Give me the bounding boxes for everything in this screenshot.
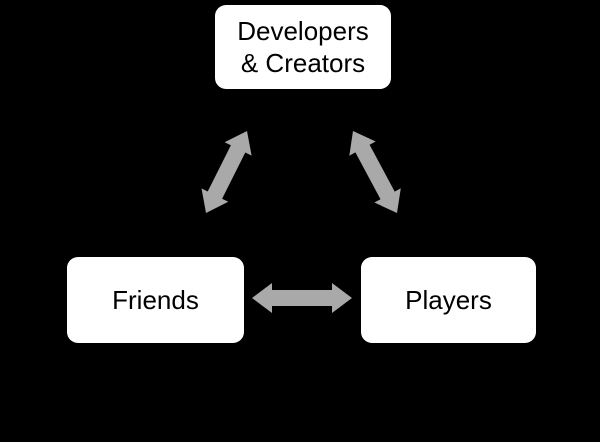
node-developers-creators-label-line1: Developers bbox=[237, 16, 369, 46]
double-arrow-friends-players-icon bbox=[252, 283, 352, 313]
node-friends: Friends bbox=[67, 257, 244, 343]
node-developers-creators-label-line2: & Creators bbox=[240, 48, 366, 78]
node-friends-label: Friends bbox=[112, 285, 199, 315]
node-players-label: Players bbox=[405, 285, 492, 315]
double-arrow-developers-friends-icon bbox=[201, 131, 252, 213]
node-developers-creators: Developers & Creators bbox=[215, 5, 391, 89]
double-arrow-developers-players-icon bbox=[349, 131, 401, 213]
node-players: Players bbox=[361, 257, 536, 343]
